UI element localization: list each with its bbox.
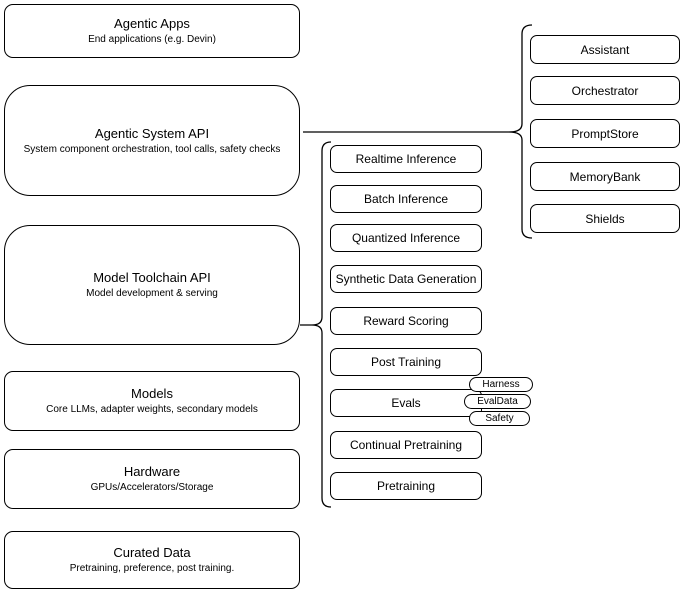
item-label: Synthetic Data Generation [335, 272, 477, 286]
node-model-toolchain-api: Model Toolchain API Model development & … [4, 225, 300, 345]
component-memorybank: MemoryBank [530, 162, 680, 191]
toolchain-item-synthetic-data-generation: Synthetic Data Generation [330, 265, 482, 293]
node-hardware: Hardware GPUs/Accelerators/Storage [4, 449, 300, 509]
node-subtitle: GPUs/Accelerators/Storage [90, 482, 214, 493]
system-components-bracket [303, 24, 533, 239]
item-label: MemoryBank [569, 169, 641, 184]
tag-label: EvalData [477, 395, 518, 407]
component-shields: Shields [530, 204, 680, 233]
node-agentic-system-api: Agentic System API System component orch… [4, 85, 300, 196]
toolchain-item-reward-scoring: Reward Scoring [330, 307, 482, 335]
tag-safety: Safety [469, 411, 530, 426]
node-subtitle: Pretraining, preference, post training. [69, 563, 235, 574]
item-label: Evals [391, 396, 421, 410]
node-title: Agentic System API [94, 125, 210, 141]
node-title: Agentic Apps [114, 16, 190, 31]
toolchain-item-continual-pretraining: Continual Pretraining [330, 431, 482, 459]
node-models: Models Core LLMs, adapter weights, secon… [4, 371, 300, 431]
node-title: Model Toolchain API [93, 270, 211, 285]
tag-label: Harness [482, 378, 520, 390]
item-label: Orchestrator [571, 83, 639, 98]
item-label: Quantized Inference [351, 231, 461, 245]
item-label: Pretraining [376, 479, 436, 493]
toolchain-item-quantized-inference: Quantized Inference [330, 224, 482, 252]
node-subtitle: Model development & serving [86, 288, 218, 299]
toolchain-item-post-training: Post Training [330, 348, 482, 376]
node-title: Models [131, 386, 173, 401]
component-promptstore: PromptStore [530, 119, 680, 148]
node-subtitle: End applications (e.g. Devin) [88, 34, 216, 45]
item-label: Continual Pretraining [349, 438, 463, 452]
toolchain-bracket [300, 141, 332, 508]
item-label: Assistant [580, 42, 630, 57]
item-label: Shields [585, 211, 625, 226]
toolchain-item-evals: Evals [330, 389, 482, 417]
toolchain-item-batch-inference: Batch Inference [330, 185, 482, 213]
toolchain-item-realtime-inference: Realtime Inference [330, 145, 482, 173]
item-label: Reward Scoring [363, 314, 449, 328]
node-title: Hardware [123, 464, 181, 479]
node-subtitle: System component orchestration, tool cal… [23, 143, 281, 155]
item-label: Post Training [370, 355, 442, 369]
item-label: PromptStore [571, 126, 639, 141]
node-title: Curated Data [113, 545, 191, 560]
item-label: Realtime Inference [355, 152, 457, 166]
item-label: Batch Inference [363, 192, 449, 206]
component-assistant: Assistant [530, 35, 680, 64]
tag-evaldata: EvalData [464, 394, 531, 409]
tag-label: Safety [485, 412, 514, 424]
toolchain-item-pretraining: Pretraining [330, 472, 482, 500]
tag-harness: Harness [469, 377, 533, 392]
node-agentic-apps: Agentic Apps End applications (e.g. Devi… [4, 4, 300, 58]
node-curated-data: Curated Data Pretraining, preference, po… [4, 531, 300, 589]
component-orchestrator: Orchestrator [530, 76, 680, 105]
node-subtitle: Core LLMs, adapter weights, secondary mo… [46, 404, 258, 415]
